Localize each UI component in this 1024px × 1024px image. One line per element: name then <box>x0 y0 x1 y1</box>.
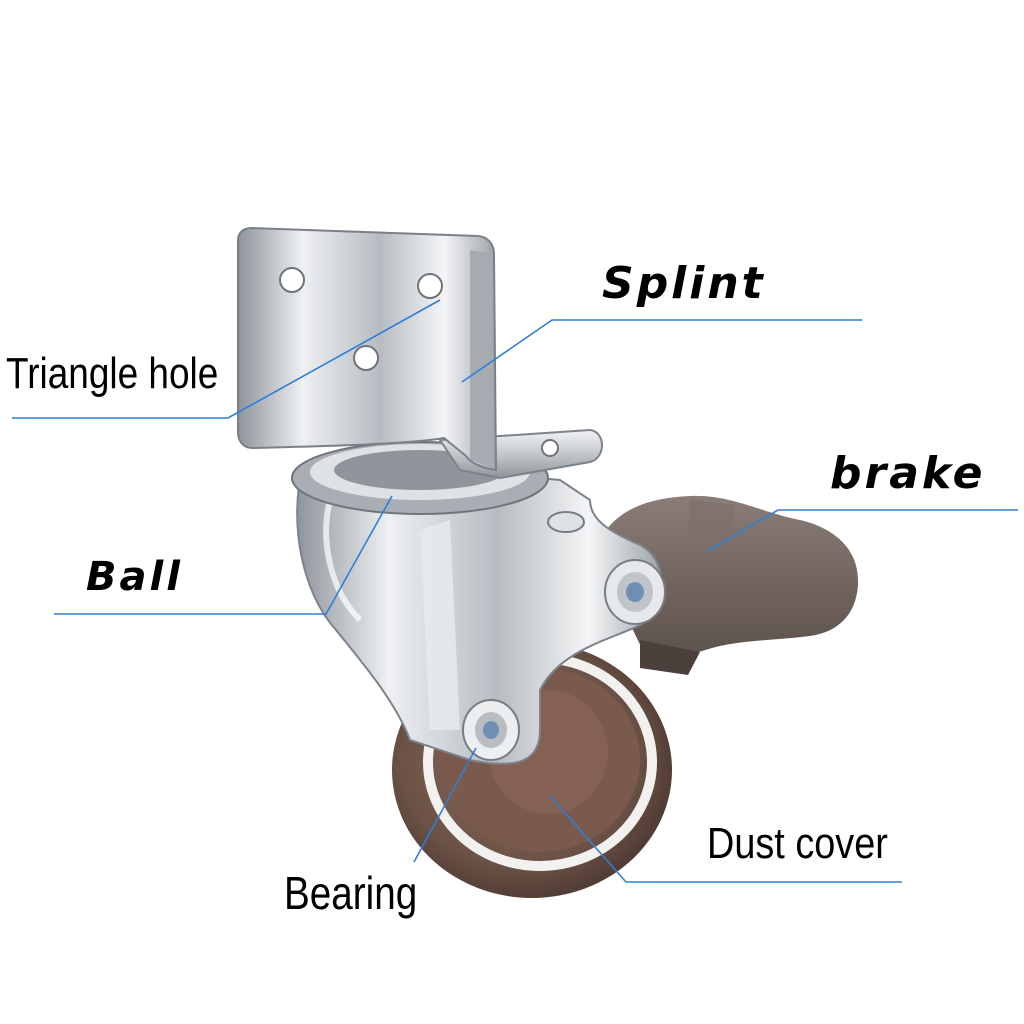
label-dust-cover: Dust cover <box>707 819 888 868</box>
label-bearing: Bearing <box>284 867 418 919</box>
leader-line-dust-cover <box>549 795 902 883</box>
leader-lines <box>12 299 1018 883</box>
label-brake: brake <box>830 448 986 499</box>
leader-line-triangle-hole <box>12 299 441 419</box>
axle-bearing <box>462 699 520 761</box>
brake-pivot-bolt <box>547 511 666 625</box>
fork-bracket <box>296 463 663 765</box>
leader-line-splint <box>461 319 862 383</box>
label-triangle-hole: Triangle hole <box>6 349 219 398</box>
leader-line-bearing <box>413 747 477 863</box>
label-ball: Ball <box>86 554 183 600</box>
splint-plate <box>237 226 603 480</box>
label-splint: Splint <box>602 258 766 309</box>
brake-pedal <box>598 495 859 675</box>
leader-line-brake <box>705 509 1018 553</box>
leader-line-ball <box>54 495 393 615</box>
